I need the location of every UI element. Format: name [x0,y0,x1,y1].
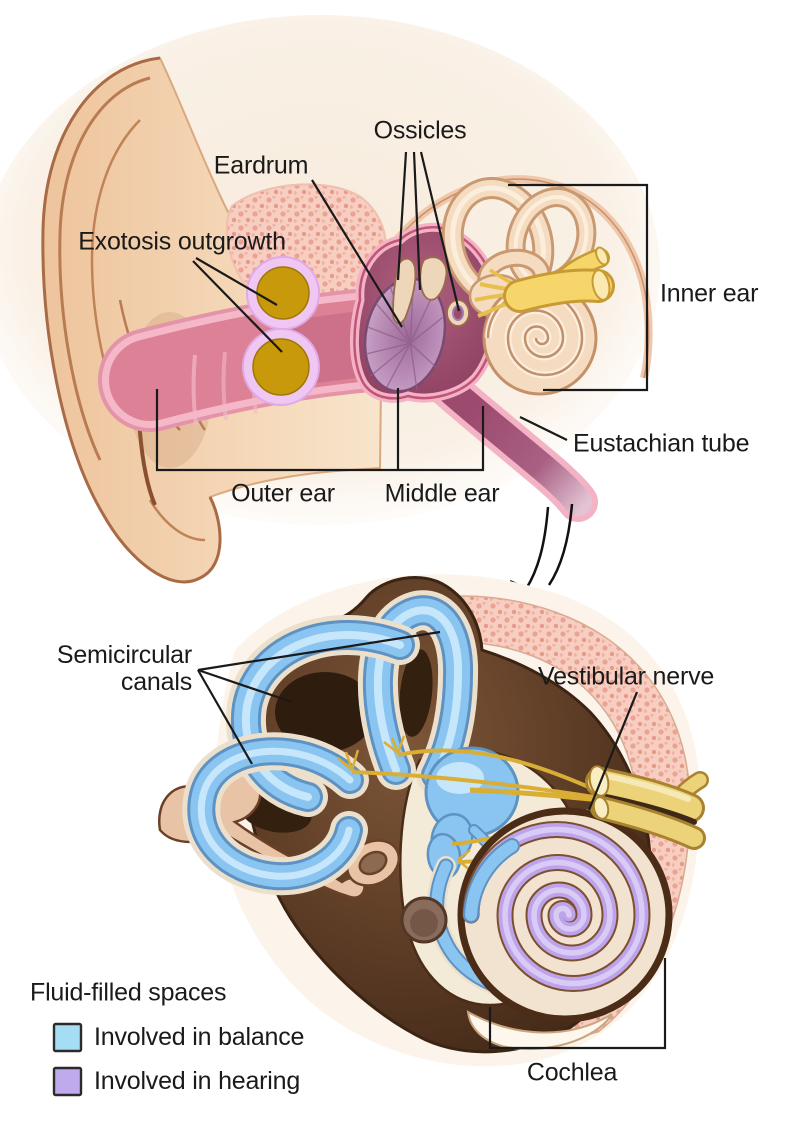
exotosis-leader-line-1 [195,257,278,306]
superior-canal [357,590,479,795]
vestibular-leader-line [587,691,639,811]
top-diagram-illustration [0,15,660,584]
hearing-color-swatch [52,1066,83,1097]
vestibular-nerve-shape [585,765,709,850]
semicircular-leader-line-2 [197,668,293,704]
eardrum-leader-line [311,179,403,328]
semicircular-leader-line-3 [197,669,253,765]
label-ossicles: Ossicles [373,116,467,145]
legend-title: Fluid-filled spaces [30,978,227,1007]
lateral-canal [182,732,369,896]
annotation-lines-top [155,151,649,472]
head-outline-band [386,175,653,379]
cochlea-shape [457,807,673,1023]
balance-color-swatch [52,1022,83,1053]
legend-item-balance: Involved in balance [52,1022,304,1053]
legend-label-balance: Involved in balance [94,1023,305,1051]
posterior-canal [225,615,420,817]
inner-ear-bracket [508,183,649,392]
outer-middle-ear-bracket [155,388,485,472]
eardrum-shape [363,277,447,393]
label-cochlea: Cochlea [526,1058,618,1087]
eustachian-tube-shape [434,374,592,516]
label-vestibular-nerve: Vestibular nerve [538,662,715,691]
semicircular-leader-line-1 [197,630,441,672]
label-eardrum: Eardrum [213,151,309,180]
cochlea-bracket [488,958,667,1050]
acoustic-nerve-shape [474,246,615,318]
label-outer-ear: Outer ear [231,479,335,508]
annotation-lines-bottom [197,630,667,1050]
legend-item-hearing: Involved in hearing [52,1066,300,1097]
exostosis-growths [242,256,320,406]
ossicles-leader-line-2 [412,151,422,291]
exotosis-leader-line-2 [192,260,283,353]
ossicles-leader-line-1 [396,151,408,281]
label-exotosis-outgrowth: Exotosis outgrowth [78,227,286,256]
label-inner-ear: Inner ear [660,279,759,308]
round-window [400,896,448,944]
legend-label-hearing: Involved in hearing [94,1067,301,1095]
bone-bottom-crescent [466,1010,613,1050]
label-semicircular-canals-line1: Semicircular [56,641,192,669]
bottom-diagram-illustration [157,574,709,1067]
label-semicircular-canals-line2: canals [120,668,192,696]
eustachian-leader-line [519,416,568,441]
ossicles-leader-line-3 [419,151,461,312]
label-middle-ear: Middle ear [384,479,500,508]
label-semicircular-canals: Semicircular canals [0,642,192,696]
label-eustachian-tube: Eustachian tube [573,429,750,458]
semicircular-canals-shape [182,590,479,896]
